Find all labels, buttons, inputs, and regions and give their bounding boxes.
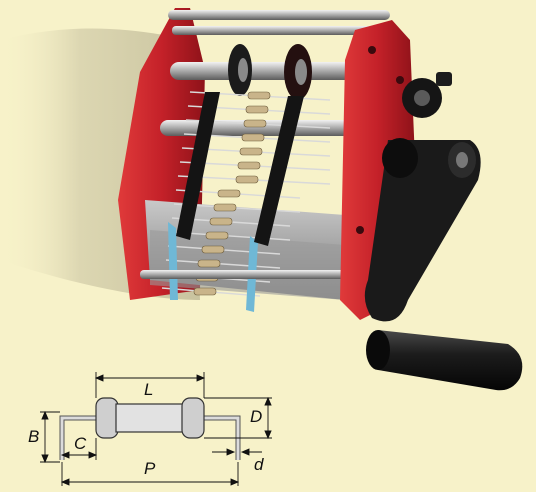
c-arrow-left <box>60 451 70 459</box>
lead-arrow-right <box>240 448 250 456</box>
crank-hub <box>382 138 418 178</box>
handle-base <box>366 330 390 370</box>
l-arrow-left <box>94 374 104 382</box>
label-d-diameter: D <box>250 407 262 426</box>
top-rod-2 <box>172 26 390 35</box>
label-l: L <box>144 380 153 399</box>
lead-arrow-left <box>226 448 236 456</box>
d-arrow-bottom <box>264 430 272 440</box>
crank-handle <box>370 330 523 391</box>
l-arrow-right <box>196 374 206 382</box>
label-b: B <box>28 427 39 446</box>
label-d-lead: d <box>254 455 264 474</box>
b-arrow-top <box>41 410 49 420</box>
adjust-knob-center <box>414 90 430 106</box>
guide-arm-right <box>254 96 304 246</box>
p-arrow-right <box>230 478 240 486</box>
label-c: C <box>74 434 87 453</box>
bolt-2 <box>396 76 404 84</box>
middle-shaft <box>160 120 400 136</box>
b-arrow-bottom <box>41 454 49 464</box>
bolt-3 <box>356 226 364 234</box>
c-arrow-right <box>88 451 98 459</box>
lead-right <box>200 415 241 460</box>
crank-pivot-center <box>456 152 468 168</box>
resistor-body <box>95 397 205 439</box>
crank-arm <box>364 140 481 322</box>
label-p: P <box>144 459 156 478</box>
top-rod-1 <box>168 10 390 20</box>
bolt-1 <box>368 46 376 54</box>
knob-lever <box>436 72 452 86</box>
guide-arm-left <box>176 92 220 240</box>
gear-left-hub <box>238 58 248 82</box>
gear-right-hub <box>295 59 307 85</box>
p-arrow-left <box>60 478 70 486</box>
tape-left <box>168 222 178 300</box>
d-arrow-top <box>264 396 272 406</box>
lower-rod <box>140 270 355 279</box>
